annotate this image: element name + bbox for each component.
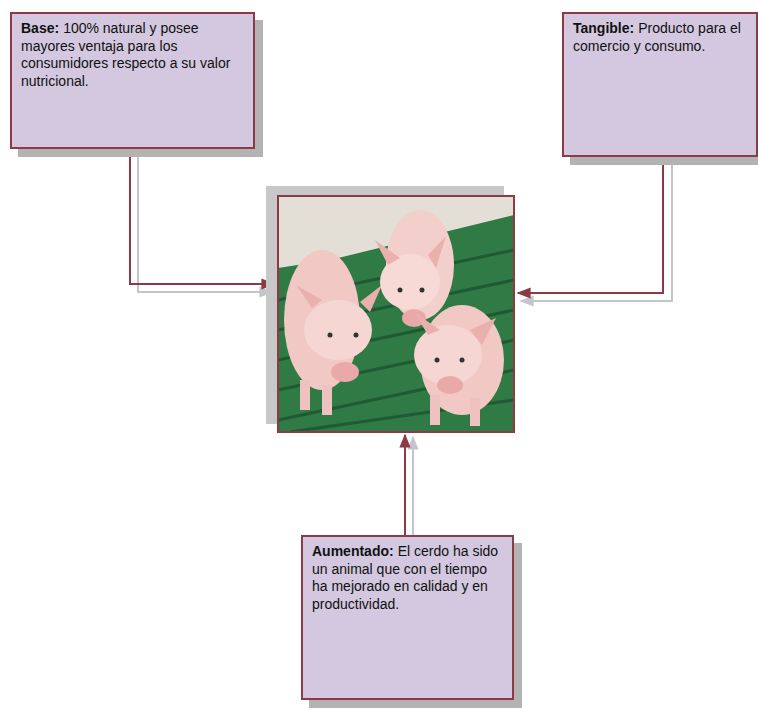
leader-arrows [130,149,672,545]
piglet [284,250,382,415]
piglet [375,210,454,327]
leader-arrow [404,435,406,545]
leader-arrow [518,157,663,293]
piglets-photo [278,196,514,432]
feature-box: Base:100% natural y posee mayores ventaj… [10,12,255,149]
leader-shadow [521,157,672,301]
box-heading: Aumentado: [312,543,394,559]
feature-box: Tangible:Producto para el comercio y con… [562,12,758,157]
feature-box: Aumentado:El cerdo ha sido un animal que… [301,535,514,700]
box-heading: Tangible: [573,20,634,36]
leader-arrow [130,149,274,284]
leader-shadow [138,149,272,292]
leader-shadow [412,437,414,545]
box-heading: Base: [21,20,59,36]
piglet [414,305,504,426]
photo-frame [278,196,514,432]
